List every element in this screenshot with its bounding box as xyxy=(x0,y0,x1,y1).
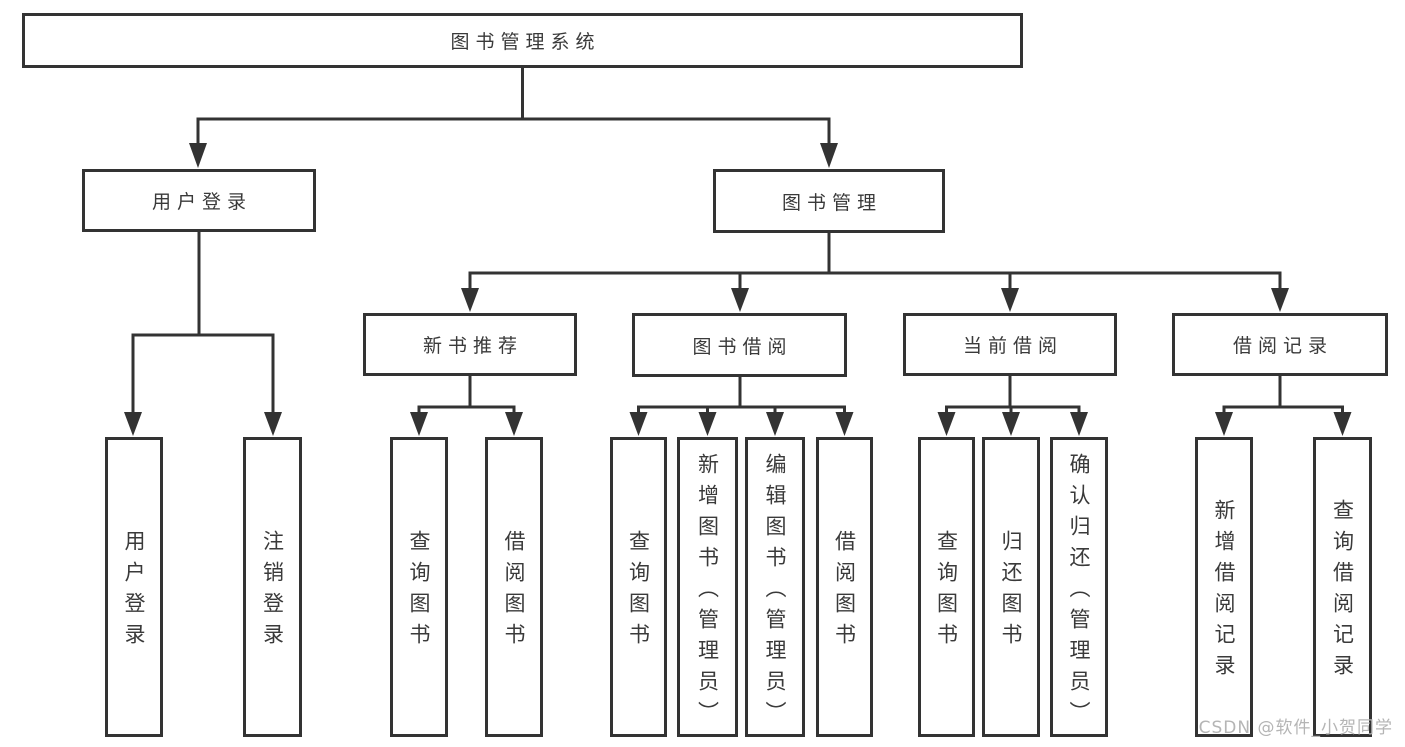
leaf-confirm-return-admin: 确认归还（管理员） xyxy=(1050,437,1108,737)
connector-user-login-to-leaves xyxy=(131,232,275,414)
connector-borrowing-records-to-leaves xyxy=(1222,376,1344,415)
leaf-query-borrow-record: 查询借阅记录 xyxy=(1313,437,1372,737)
leaf-borrow-books-borrowing: 借阅图书 xyxy=(816,437,873,737)
leaf-user-login: 用户登录 xyxy=(105,437,163,737)
node-library-management-system: 图书管理系统 xyxy=(22,13,1023,68)
connector-root-to-level2 xyxy=(196,68,831,146)
node-book-borrowing: 图书借阅 xyxy=(632,313,847,377)
leaf-query-books-current: 查询图书 xyxy=(918,437,975,737)
node-current-borrowing: 当前借阅 xyxy=(903,313,1117,376)
leaf-query-books-borrowing: 查询图书 xyxy=(610,437,667,737)
node-book-management: 图书管理 xyxy=(713,169,945,233)
node-borrowing-records: 借阅记录 xyxy=(1172,313,1388,376)
connector-new-book-recommend-to-leaves xyxy=(417,376,516,415)
leaf-add-borrow-record: 新增借阅记录 xyxy=(1195,437,1253,737)
node-user-login: 用户登录 xyxy=(82,169,316,232)
connector-current-borrowing-to-leaves xyxy=(945,376,1081,415)
leaf-edit-books-admin: 编辑图书（管理员） xyxy=(745,437,805,737)
connector-book-borrowing-to-leaves xyxy=(637,376,846,415)
leaf-return-books: 归还图书 xyxy=(982,437,1040,737)
leaf-logout: 注销登录 xyxy=(243,437,302,737)
leaf-borrow-books-recommend: 借阅图书 xyxy=(485,437,543,737)
leaf-query-books-recommend: 查询图书 xyxy=(390,437,448,737)
connector-book-management-to-level3 xyxy=(468,233,1282,290)
node-new-book-recommend: 新书推荐 xyxy=(363,313,577,376)
arrowheads xyxy=(124,143,1352,436)
leaf-add-books-admin: 新增图书（管理员） xyxy=(677,437,738,737)
